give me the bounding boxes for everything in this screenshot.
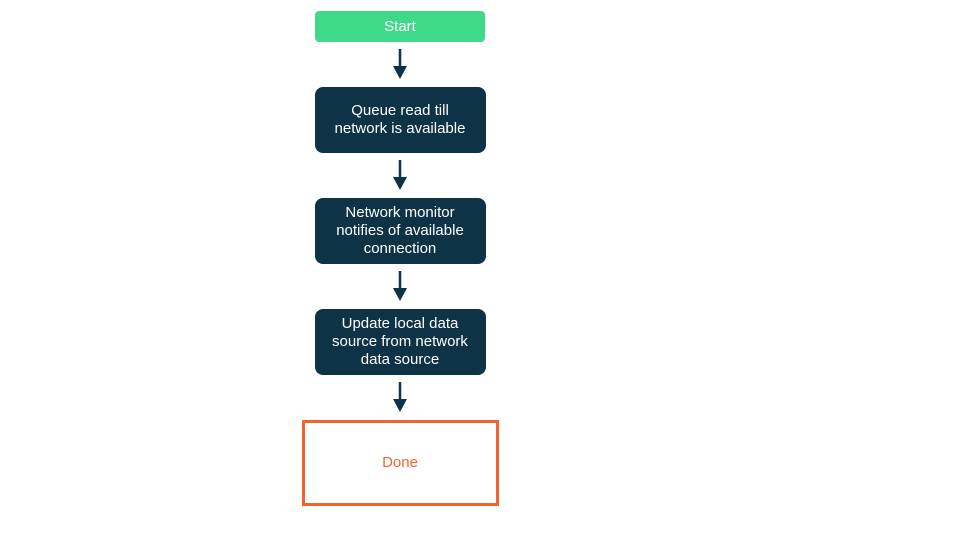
flowchart-node-queue-read: Queue read till network is available (314, 87, 486, 153)
node-start-label: Start (384, 17, 416, 35)
node-network-monitor-label: Network monitor notifies of available co… (336, 204, 464, 257)
flowchart: Start Queue read till network is availab… (298, 11, 502, 506)
arrow-down-icon (393, 160, 407, 190)
node-queue-read-label: Queue read till network is available (334, 102, 466, 137)
arrow-down-icon (393, 382, 407, 412)
flowchart-node-network-monitor: Network monitor notifies of available co… (314, 198, 486, 264)
node-update-local-data-label: Update local data source from network da… (332, 315, 468, 368)
flowchart-node-start: Start (315, 11, 485, 42)
flowchart-node-done: Done (301, 420, 499, 506)
flowchart-node-update-local-data: Update local data source from network da… (314, 309, 486, 375)
arrow-down-icon (393, 49, 407, 79)
arrow-down-icon (393, 271, 407, 301)
node-done-label: Done (382, 454, 418, 471)
